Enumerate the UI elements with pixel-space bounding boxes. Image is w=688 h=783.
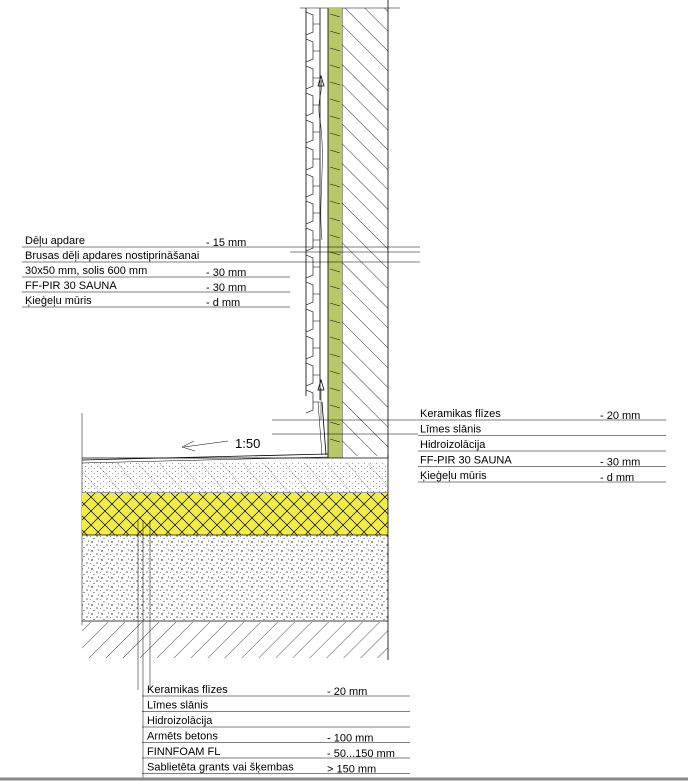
callout-layer-label: Armēts betons — [147, 731, 218, 743]
callout-layer-thickness: - 20 mm — [600, 410, 640, 422]
slope-indicator: 1:50 — [181, 436, 260, 452]
callout-layer-thickness: > 150 mm — [327, 764, 376, 776]
callout-layer-thickness: - 30 mm — [206, 282, 246, 294]
callout-layer-thickness: - 30 mm — [206, 267, 246, 279]
callout-layer-label: Dēļu apdare — [25, 235, 85, 247]
callout-layer-thickness: - d mm — [600, 472, 634, 484]
callout-layer-label: Ķieģeļu mūris — [25, 294, 92, 307]
base-layers-callout: Keramikas flīzes - 20 mm Līmes slānisHidro… — [272, 408, 666, 484]
callout-layer-label: Līmes slānis — [420, 424, 482, 436]
callout-layer-thickness: - 15 mm — [206, 237, 246, 249]
floor-layers-callout: Keramikas flīzes - 20 mm Līmes slānisHidro… — [142, 684, 410, 776]
callout-layer-label: Hidroizolācija — [420, 439, 486, 451]
callout-layer-label: Ķieģeļu mūris — [420, 469, 487, 482]
callout-layer-thickness: - 20 mm — [327, 686, 367, 698]
callout-layer-label: FF-PIR 30 SAUNA — [420, 455, 512, 467]
callout-layer-thickness: - 30 mm — [600, 457, 640, 469]
callout-layer-label: 30x50 mm, solis 600 mm — [25, 265, 147, 277]
callout-layer-label: Keramikas flīzes — [420, 408, 501, 420]
callout-layer-label: Keramikas flīzes — [147, 684, 228, 696]
callout-layer-label: Sablietēta grants vai šķembas — [147, 762, 294, 774]
callout-layer-thickness: - d mm — [206, 297, 240, 309]
callout-layer-label: Brusas dēļi apdares nostiprināšanai — [25, 250, 199, 262]
wall-layers-callout: Dēļu apdare - 15 mm Brusas dēļi apdares no… — [22, 235, 420, 309]
brick-wall — [300, 0, 400, 458]
floor-buildup — [81, 401, 389, 660]
wood-cladding — [305, 8, 325, 420]
callout-layer-thickness: - 100 mm — [327, 733, 373, 745]
callout-layer-label: FF-PIR 30 SAUNA — [25, 280, 117, 292]
callout-layer-label: Hidroizolācija — [147, 715, 213, 727]
slope-label: 1:50 — [235, 436, 260, 451]
callout-layer-thickness: - 50...150 mm — [327, 748, 395, 760]
callout-layer-label: FINNFOAM FL — [147, 746, 220, 758]
callout-layer-label: Līmes slānis — [147, 700, 209, 712]
insulation-layer — [327, 8, 342, 458]
